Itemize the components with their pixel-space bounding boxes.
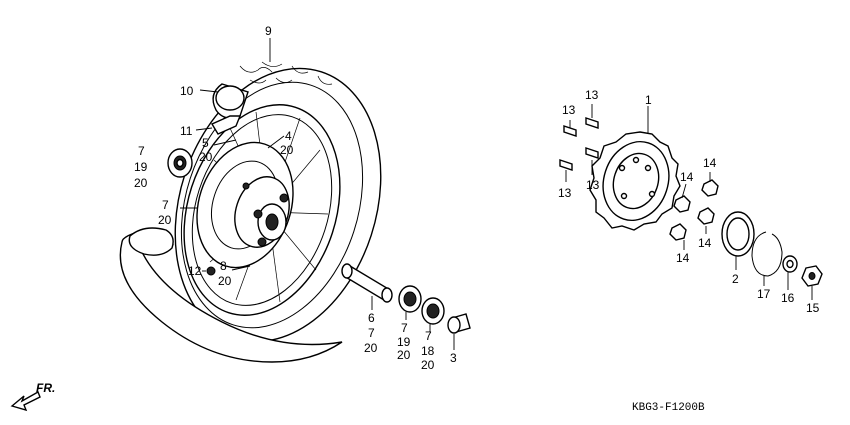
callout-14-b: 14 [680, 170, 694, 184]
rear-wheel-assembly [174, 61, 382, 343]
callout-2: 2 [732, 272, 739, 286]
callout-8: 8 [220, 259, 227, 273]
leader-lines [180, 38, 813, 350]
tire-tread [239, 61, 333, 85]
callout-14-c: 14 [698, 236, 712, 250]
callout-14-d: 14 [676, 251, 690, 265]
circlip [751, 231, 783, 277]
bolt-12 [206, 266, 216, 276]
callout-7-b: 7 [162, 198, 169, 212]
callout-14-a: 14 [703, 156, 717, 170]
washer [782, 255, 798, 273]
callout-3: 3 [450, 351, 457, 365]
valve [210, 115, 242, 135]
front-arrow-icon [10, 390, 41, 412]
front-direction-label: FR. [36, 381, 55, 395]
axle-stack [341, 263, 471, 334]
diagram-code: KBG3-F1200B [632, 402, 705, 414]
studs [559, 117, 599, 171]
callout-20-b: 20 [280, 143, 294, 157]
callout-9: 9 [265, 24, 272, 38]
front-direction-indicator: FR. [10, 381, 55, 412]
callout-7-e: 7 [425, 329, 432, 343]
callout-18: 18 [421, 344, 435, 358]
nuts [669, 179, 719, 241]
callout-13-a: 13 [585, 88, 599, 102]
callout-4: 4 [285, 129, 292, 143]
callout-10: 10 [180, 84, 194, 98]
sprocket-assembly [589, 131, 681, 231]
inner-tube [119, 227, 343, 363]
callouts: 9 10 11 5 20 4 20 7 19 20 7 20 12 8 20 6… [134, 24, 820, 372]
callout-7-a: 7 [138, 144, 145, 158]
callout-20-g: 20 [397, 348, 411, 362]
callout-20-f: 20 [364, 341, 378, 355]
callout-7-d: 7 [401, 321, 408, 335]
callout-19-b: 19 [397, 335, 411, 349]
callout-20-e: 20 [218, 274, 232, 288]
callout-15: 15 [806, 301, 820, 315]
callout-20-c: 20 [134, 176, 148, 190]
callout-11: 11 [180, 124, 193, 138]
callout-13-b: 13 [562, 103, 576, 117]
callout-19-a: 19 [134, 160, 148, 174]
nut-15 [801, 265, 823, 287]
callout-20-a: 20 [199, 150, 213, 164]
left-bearing [167, 148, 193, 178]
callout-17: 17 [757, 287, 771, 301]
seal-ring [721, 211, 755, 257]
callout-20-h: 20 [421, 358, 435, 372]
callout-16: 16 [781, 291, 795, 305]
callout-20-d: 20 [158, 213, 172, 227]
rim-band [212, 83, 249, 119]
callout-7-c: 7 [368, 326, 375, 340]
callout-13-d: 13 [558, 186, 572, 200]
callout-6: 6 [368, 311, 375, 325]
callout-1: 1 [645, 93, 652, 107]
callout-13-c: 13 [586, 178, 600, 192]
callout-5: 5 [202, 136, 209, 150]
callout-12: 12 [188, 264, 202, 278]
